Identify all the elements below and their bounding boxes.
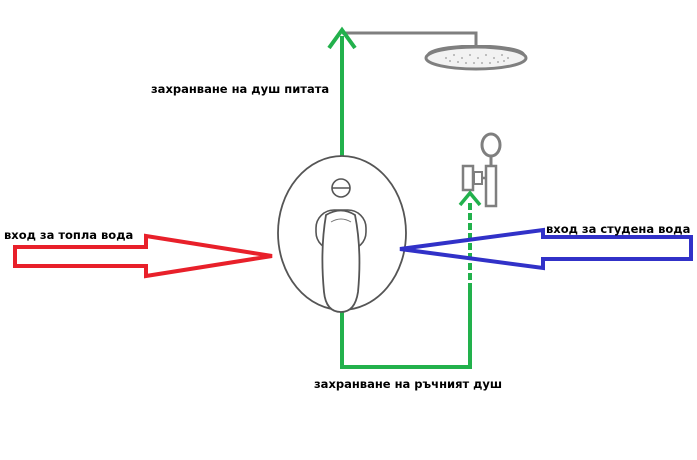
hand-shower-supply-label: захранване на ръчният душ — [314, 377, 503, 391]
mixer-valve-icon — [277, 155, 407, 313]
hot-water-inlet-label: вход за топла вода — [4, 228, 134, 242]
shower-head-supply-label: захранване на душ питата — [151, 82, 330, 96]
rain-shower-pipe — [342, 31, 478, 45]
rain-shower-head-icon — [424, 45, 528, 71]
cold-water-arrow — [399, 227, 693, 271]
hand-shower-supply-line — [340, 190, 482, 369]
shower-head-supply-line — [327, 26, 357, 160]
hot-water-arrow — [13, 233, 273, 279]
cold-water-inlet-label: вход за студена вода — [546, 222, 691, 236]
hand-shower-icon — [461, 132, 502, 208]
